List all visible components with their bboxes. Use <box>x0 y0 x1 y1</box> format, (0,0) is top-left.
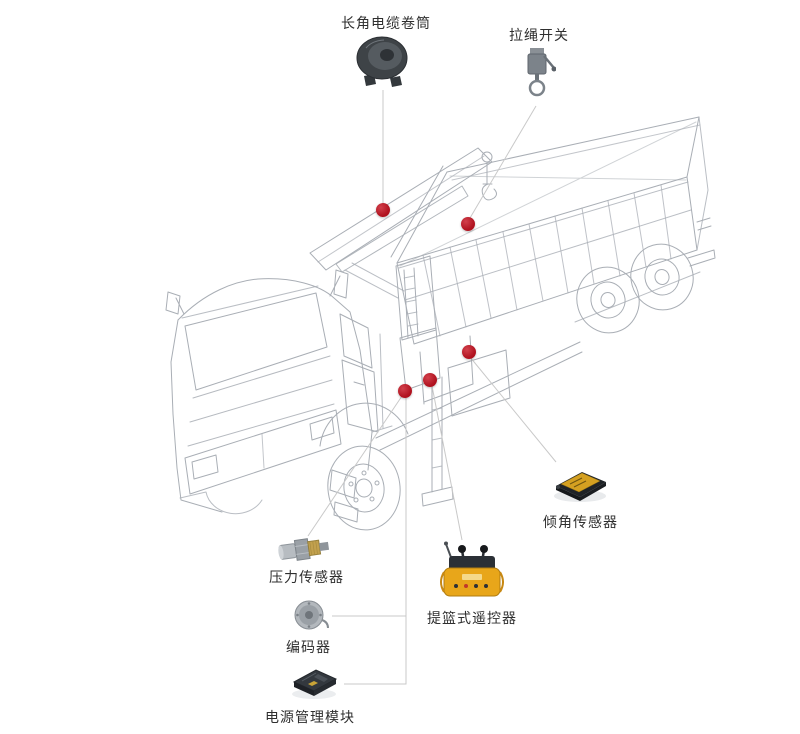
crane-boom <box>309 147 497 507</box>
connector-power-module <box>344 397 407 685</box>
connector-pull-switch <box>469 105 537 219</box>
chassis <box>375 335 583 451</box>
label-cable-reel: 长角电缆卷筒 <box>341 16 431 32</box>
label-pull-switch: 拉绳开关 <box>509 28 569 44</box>
front-wheels <box>179 402 409 531</box>
cable-reel-image <box>356 36 408 87</box>
cargo-bed <box>390 116 716 345</box>
label-tilt-sensor: 倾角传感器 <box>543 515 618 531</box>
remote-control-image <box>440 541 504 597</box>
pressure-sensor-image <box>278 538 330 561</box>
label-encoder: 编码器 <box>286 640 331 656</box>
connector-tilt-sensor <box>469 356 557 463</box>
hook-icon <box>481 183 497 201</box>
hotspot-marker-2[interactable] <box>461 217 475 231</box>
hotspot-marker-5[interactable] <box>398 384 412 398</box>
pull-switch-image <box>527 48 556 97</box>
label-remote-control: 提篮式遥控器 <box>427 611 517 627</box>
label-pressure-sensor: 压力传感器 <box>269 570 344 586</box>
hotspot-marker-1[interactable] <box>376 203 390 217</box>
encoder-image <box>294 600 329 630</box>
hotspot-marker-3[interactable] <box>462 345 476 359</box>
hotspot-marker-4[interactable] <box>423 373 437 387</box>
rear-wheels <box>574 243 701 334</box>
label-power-module: 电源管理模块 <box>265 710 355 726</box>
power-module-image <box>292 669 338 699</box>
tilt-sensor-image <box>554 472 606 502</box>
cab <box>165 269 393 523</box>
connector-remote-control <box>431 385 463 541</box>
connector-pressure-sensor <box>307 395 403 537</box>
